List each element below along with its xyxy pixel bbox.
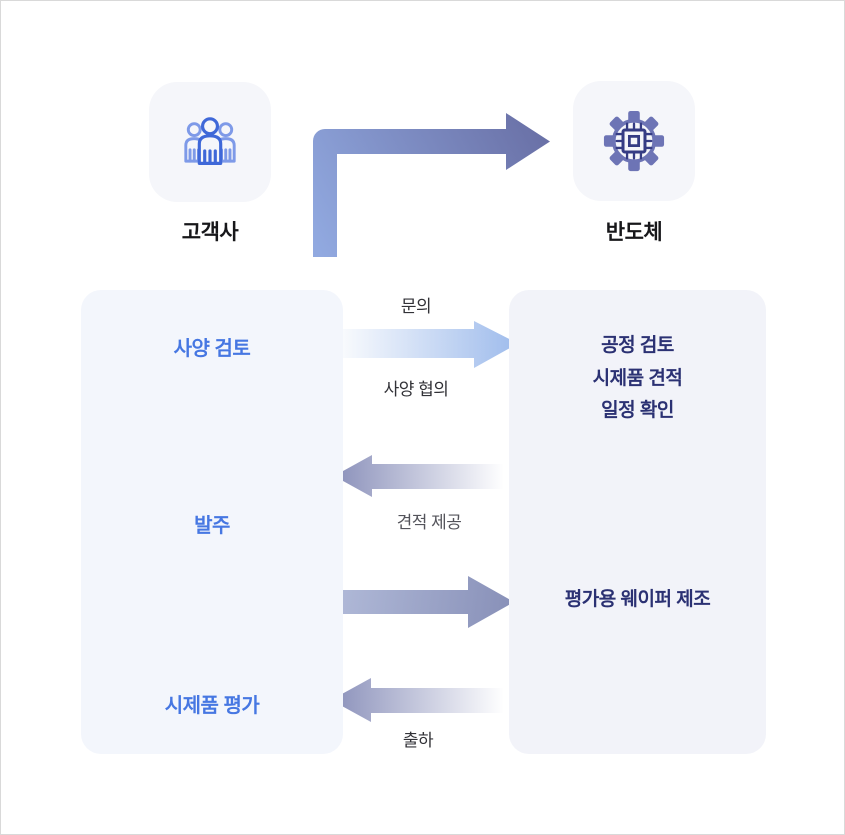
flow-label-spec-discussion: 사양 협의 bbox=[383, 380, 449, 399]
company-step-wafer-manufacturing: 평가용 웨이퍼 제조 bbox=[564, 589, 711, 610]
step-prototype-evaluation: 시제품 평가 bbox=[164, 695, 260, 717]
step-order: 발주 bbox=[194, 515, 230, 537]
customer-panel bbox=[81, 290, 343, 754]
step-spec-review: 사양 검토 bbox=[173, 338, 251, 360]
arrow-customer-to-company bbox=[313, 113, 550, 257]
chip-gear-icon bbox=[603, 110, 665, 172]
company-step-schedule-check: 일정 확인 bbox=[601, 400, 674, 421]
company-review-block: 공정 검토 시제품 견적 일정 확인 bbox=[509, 330, 766, 428]
flow-label-shipping: 출하 bbox=[402, 731, 434, 750]
flow-label-quote: 견적 제공 bbox=[396, 513, 462, 532]
company-step-prototype-quote: 시제품 견적 bbox=[592, 367, 683, 389]
arrow-shipping bbox=[331, 678, 509, 722]
people-group-icon bbox=[184, 117, 236, 165]
customer-label: 고객사 bbox=[181, 221, 239, 244]
company-icon-card bbox=[573, 81, 695, 201]
company-panel bbox=[509, 290, 766, 754]
arrow-inquiry bbox=[343, 321, 518, 368]
company-label: 반도체 bbox=[605, 221, 663, 244]
company-step-process-review: 공정 검토 bbox=[601, 335, 674, 356]
customer-icon-card bbox=[149, 82, 271, 202]
arrow-quote bbox=[334, 455, 509, 497]
flow-label-inquiry: 문의 bbox=[400, 297, 432, 316]
